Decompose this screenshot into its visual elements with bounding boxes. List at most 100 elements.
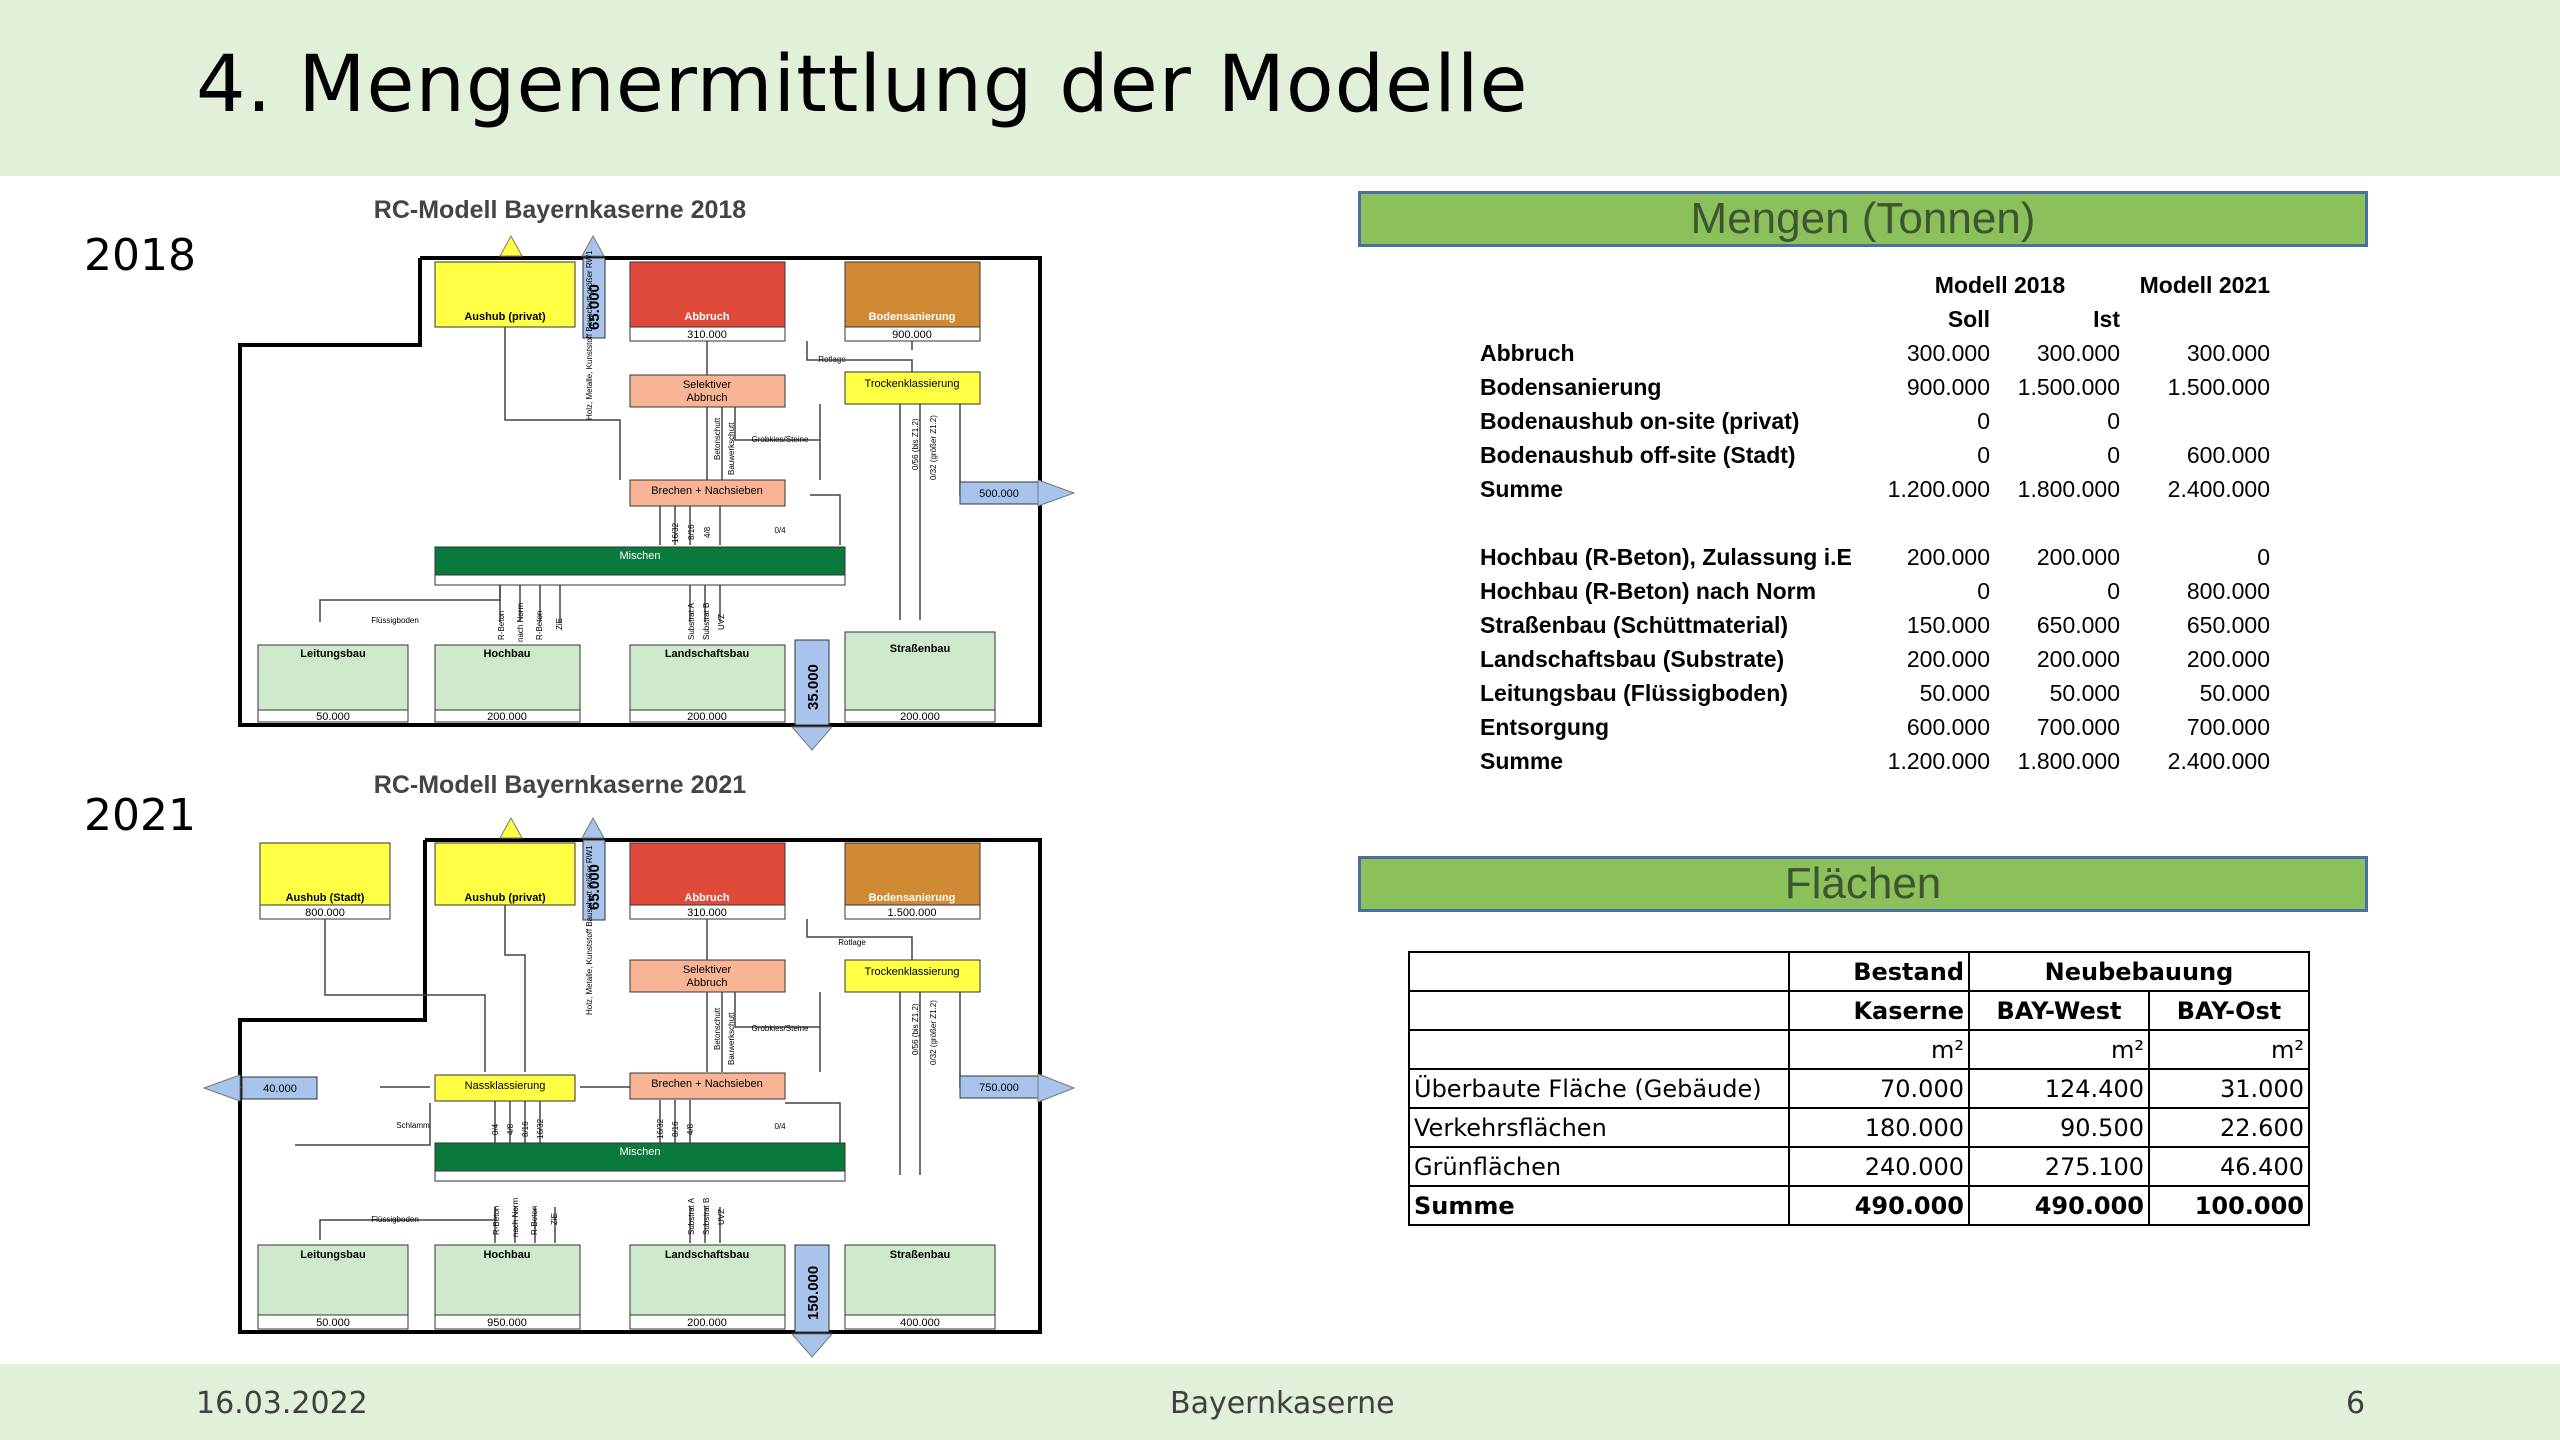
mengen-cell-label: Landschaftsbau (Substrate) [1480, 645, 1785, 672]
aushub-stadt-label: Aushub (Stadt) [286, 892, 365, 904]
mengen-cell-ist: 200.000 [2036, 543, 2120, 570]
k48a-label: 4/8 [506, 1123, 515, 1135]
zie-label: ZiE [555, 618, 564, 630]
bauwerkschutt-label: Bauwerkschutt [727, 1012, 736, 1065]
mengen-cell-soll: 200.000 [1906, 645, 1990, 672]
mengen-cell-soll: 600.000 [1906, 713, 1990, 740]
flaechen-cell-west: 124.400 [1968, 1068, 2150, 1109]
k1632-label: 16/32 [671, 522, 680, 543]
mengen-cell-ist: 1.800.000 [2017, 475, 2120, 502]
mengen-cell-ist: 1.800.000 [2017, 747, 2120, 774]
mengen-cell-m2021: 800.000 [2186, 577, 2270, 604]
year-label-2021: 2021 [84, 790, 196, 841]
mengen-cell-m2021: 650.000 [2186, 611, 2270, 638]
unit-baywest: m² [1968, 1029, 2150, 1070]
k816a-label: 8/16 [521, 1121, 530, 1137]
rbeton2-label: R-Beton [530, 1206, 539, 1235]
brechen-label: Brechen + Nachsieben [651, 1078, 763, 1090]
h-neubebauung: Neubebauung [1968, 951, 2310, 992]
bauwerkschutt-label: Bauwerkschutt [727, 422, 736, 475]
fluessigboden-label: Flüssigboden [371, 616, 419, 625]
mengen-cell-label: Hochbau (R-Beton), Zulassung i.E [1480, 543, 1852, 570]
bodensanierung-label: Bodensanierung [869, 892, 956, 904]
mengen-cell-ist: 650.000 [2036, 611, 2120, 638]
flaechen-cell-ost: 31.000 [2148, 1068, 2310, 1109]
k04-label: 0/4 [774, 1122, 786, 1131]
out-40-arrow [202, 1074, 241, 1102]
nassklassierung-label: Nassklassierung [465, 1080, 546, 1092]
landschaftsbau-box [629, 644, 786, 711]
strassenbau-value-box [844, 1314, 996, 1330]
col-soll: Soll [1947, 305, 1990, 332]
entsorgung-box [794, 1244, 830, 1333]
trockenklassierung-box [844, 371, 981, 405]
mengen-cell-ist: 50.000 [2049, 679, 2120, 706]
out-500-arrow [1037, 479, 1076, 507]
hochbau-value: 200.000 [487, 711, 527, 723]
rbeton2-label: R-Beton [535, 611, 544, 640]
mengen-cell-soll [1880, 506, 1990, 540]
flaechen-cell-ost: 22.600 [2148, 1107, 2310, 1148]
col-modell-2021: Modell 2021 [2139, 271, 2270, 298]
trockenklassierung-label: Trockenklassierung [865, 378, 960, 390]
k1632-label: 16/32 [656, 1118, 665, 1139]
landschaftsbau-value-box [629, 709, 786, 723]
strassenbau-value: 200.000 [900, 711, 940, 723]
abbruch-value: 310.000 [687, 329, 727, 341]
mengen-cell-m2021 [2120, 404, 2270, 438]
mengen-heading: Mengen (Tonnen) [1358, 191, 2368, 247]
flaechen-cell-label: Verkehrsflächen [1408, 1107, 1790, 1148]
mengen-cell-ist: 300.000 [2036, 339, 2120, 366]
diagram-2021: RC-Modell Bayernkaserne 2021 Aushub (Sta… [202, 771, 1076, 1358]
hochbau-box [434, 644, 581, 711]
reststoff-value: 65.000 [586, 864, 603, 910]
k04-label: 0/4 [774, 526, 786, 535]
mengen-cell-label: Abbruch [1480, 339, 1575, 366]
entsorgung-box [794, 639, 830, 726]
mengen-cell-label: Entsorgung [1480, 713, 1610, 740]
mengen-cell-m2021: 300.000 [2186, 339, 2270, 366]
footer-center: Bayernkaserne [1170, 1386, 1395, 1421]
abbruch-label: Abbruch [684, 892, 730, 904]
subB-label: Substrat B [702, 1198, 711, 1235]
hochbau-label: Hochbau [483, 1249, 530, 1261]
mengen-cell-ist: 700.000 [2036, 713, 2120, 740]
mengen-cell-soll: 1.200.000 [1887, 475, 1990, 502]
mengen-cell-m2021: 600.000 [2186, 441, 2270, 468]
out-40-value: 40.000 [263, 1083, 297, 1095]
site-outline [238, 256, 1042, 727]
mengen-cell-ist: 1.500.000 [2017, 373, 2120, 400]
mischen-base [434, 574, 846, 586]
abbruch-value: 310.000 [687, 907, 727, 919]
v056-label: 0/56 (bis Z1.2) [911, 1003, 920, 1055]
flaechen-cell-ost: 46.400 [2148, 1146, 2310, 1187]
mengen-cell-soll: 1.200.000 [1887, 747, 1990, 774]
mengen-cell-ist: 200.000 [2036, 645, 2120, 672]
landschaftsbau-label: Landschaftsbau [665, 648, 749, 660]
selektiver-label-2: Abbruch [687, 977, 728, 989]
slide-title: 4. Mengenermittlung der Modelle [196, 40, 1529, 130]
flow-lines [225, 905, 990, 1243]
h-bestand: Bestand [1788, 951, 1970, 992]
mischen-label: Mischen [620, 1146, 661, 1158]
mengen-cell-soll: 0 [1977, 441, 1990, 468]
flaechen-cell-ost: 100.000 [2148, 1185, 2310, 1226]
hochbau-box [434, 1244, 581, 1316]
aushub-out-arrow [499, 816, 523, 839]
flaechen-cell-west: 90.500 [1968, 1107, 2150, 1148]
bodensanierung-value-box [844, 904, 981, 920]
abbruch-label: Abbruch [684, 311, 730, 323]
rbeton-label: R-Beton [497, 611, 506, 640]
mengen-cell-m2021: 200.000 [2186, 645, 2270, 672]
v056-label: 0/56 (bis Z1.2) [911, 418, 920, 470]
out-750-arrow [1037, 1073, 1076, 1103]
aushub-out-arrow [499, 234, 523, 257]
strassenbau-label: Straßenbau [890, 643, 951, 655]
